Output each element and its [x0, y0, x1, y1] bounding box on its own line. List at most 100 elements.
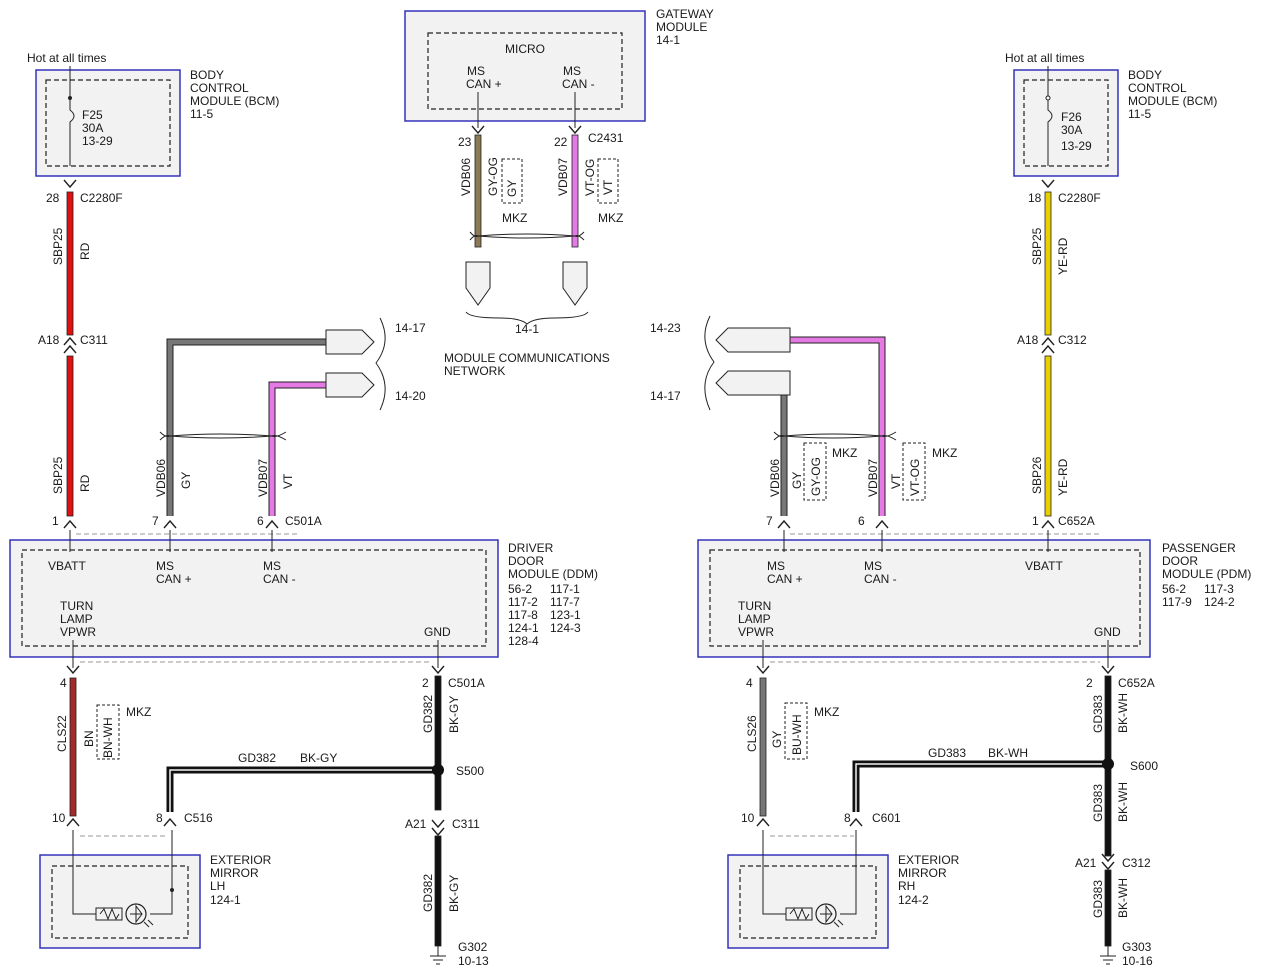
- left-turn-pin: 4: [60, 676, 67, 690]
- right-mirror-connector-icon: [756, 817, 863, 827]
- gateway-pin-right-label: CAN -: [562, 77, 595, 91]
- right-wire-vdb07[interactable]: [788, 336, 886, 516]
- right-network-brace-icon: [704, 315, 715, 411]
- left-wire-cls22[interactable]: [69, 677, 77, 817]
- left-wire-gd382-splice[interactable]: [166, 766, 438, 812]
- gateway-circuit-vdb06: VDB06: [459, 158, 473, 196]
- right-exterior-mirror[interactable]: [727, 830, 889, 949]
- right-alt-color-vt-og: VT-OG: [908, 459, 922, 496]
- right-circuit-gd383: GD383: [1091, 784, 1105, 822]
- gateway-alt-color-vt: VT: [601, 179, 615, 195]
- ddm-turn-label: VPWR: [60, 625, 96, 639]
- right-color-bk-wh: BK-WH: [1116, 693, 1130, 733]
- left-wire-vdb06[interactable]: [166, 338, 326, 516]
- right-bcm-title: BODY: [1128, 68, 1162, 82]
- driver-door-module[interactable]: VBATT MS CAN + MS CAN - TURN LAMP VPWR G…: [9, 530, 499, 668]
- left-bcm-pin: 28: [46, 191, 60, 205]
- gateway-circuit-vdb07: VDB07: [556, 158, 570, 196]
- right-fuse-label: 30A: [1061, 123, 1082, 137]
- pdm-ref: 117-3: [1204, 582, 1234, 596]
- left-connector-icon: [63, 344, 77, 354]
- right-c312-pin: A18: [1017, 333, 1039, 347]
- left-circuit-cls22: CLS22: [55, 715, 69, 752]
- ddm-title: DRIVER: [508, 541, 554, 555]
- gateway-alt-color-gy: GY: [505, 180, 519, 197]
- left-c311-connector-icon: [431, 819, 445, 837]
- gateway-network-ref: 14-1: [515, 322, 539, 336]
- left-splice-color: BK-GY: [300, 751, 337, 765]
- pdm-ref: 124-2: [1204, 595, 1235, 609]
- left-wire-gd382-ground[interactable]: [434, 835, 442, 947]
- left-c311b-connector: C311: [452, 817, 480, 831]
- left-bcm-title: 11-5: [190, 107, 213, 121]
- right-lamp-icon: [815, 903, 837, 925]
- left-c311-connector: C311: [80, 333, 108, 347]
- ddm-gnd-label: GND: [424, 625, 451, 639]
- right-pdm-connector: C652A: [1058, 514, 1095, 528]
- left-c311-pin: A18: [38, 333, 60, 347]
- left-wire-sbp25-lower[interactable]: [66, 355, 74, 517]
- right-mirror-title: RH: [898, 879, 915, 893]
- pdm-title: MODULE (PDM): [1162, 567, 1251, 581]
- left-exterior-mirror[interactable]: [39, 830, 201, 949]
- left-circuit-gd382: GD382: [421, 695, 435, 733]
- pdm-can-minus-label: CAN -: [864, 572, 897, 586]
- left-bcm-module[interactable]: [35, 69, 181, 177]
- ddm-ref: 117-1: [550, 582, 580, 596]
- right-bcm-module[interactable]: [1013, 69, 1119, 177]
- gateway-pin-22: 22: [554, 135, 568, 149]
- right-color-ye-rd: YE-RD: [1056, 237, 1070, 275]
- right-wire-vdb06[interactable]: [780, 379, 788, 516]
- gateway-module[interactable]: MICRO MS CAN + MS CAN -: [404, 10, 646, 128]
- right-c312b-connector: C312: [1122, 856, 1151, 870]
- right-pdm-connector-icon: [777, 519, 1055, 529]
- gateway-note-mkz: MKZ: [502, 211, 527, 225]
- ddm-ref: 128-4: [508, 634, 539, 648]
- left-circuit-sbp25: SBP25: [51, 227, 65, 265]
- right-alt-color-gy-og: GY-OG: [809, 457, 823, 496]
- right-wire-cls26[interactable]: [759, 677, 767, 817]
- right-net-ref: 14-17: [650, 389, 681, 403]
- gateway-wire-vdb07[interactable]: [571, 134, 579, 248]
- left-splice-label: S500: [456, 764, 484, 778]
- right-color-bk-wh: BK-WH: [1116, 878, 1130, 918]
- right-c312b-pin: A21: [1075, 856, 1097, 870]
- left-vbatt-pin: 1: [52, 514, 59, 528]
- right-wire-sbp25[interactable]: [1044, 191, 1052, 336]
- left-wire-sbp25-upper[interactable]: [66, 191, 74, 336]
- right-network-arrow-icon: [715, 327, 791, 353]
- right-net-ref: 14-23: [650, 321, 681, 335]
- right-circuit-gd383: GD383: [1091, 695, 1105, 733]
- right-mirror-title: MIRROR: [898, 866, 947, 880]
- right-hot-label: Hot at all times: [1005, 51, 1084, 65]
- gateway-pin-23: 23: [458, 135, 472, 149]
- gateway-wire-vdb06[interactable]: [474, 134, 482, 248]
- network-label: MODULE COMMUNICATIONS: [444, 351, 610, 365]
- left-twisted-pair-icon: [159, 431, 287, 441]
- right-circuit-sbp25: SBP25: [1030, 227, 1044, 265]
- left-wire-gd382[interactable]: [434, 675, 442, 811]
- left-color-bk-gy: BK-GY: [447, 696, 461, 733]
- right-wire-gd383-ground[interactable]: [1104, 869, 1112, 947]
- right-connector-icon: [1041, 179, 1055, 189]
- right-bcm-pin: 18: [1028, 191, 1042, 205]
- right-fuse-label: F26: [1061, 110, 1082, 124]
- left-connector-icon: [63, 336, 77, 346]
- right-fuse-label: 13-29: [1061, 139, 1092, 153]
- right-wire-gd383-splice[interactable]: [852, 760, 1108, 812]
- ddm-ref: 117-7: [550, 595, 580, 609]
- ddm-turn-label: TURN: [60, 599, 93, 613]
- left-mirror-connector: C516: [184, 811, 213, 825]
- twisted-pair-icon: [469, 231, 585, 241]
- right-wire-sbp26[interactable]: [1044, 355, 1052, 517]
- pdm-can-minus-label: MS: [864, 559, 882, 573]
- pdm-can-plus-label: CAN +: [767, 572, 803, 586]
- left-wire-vdb07[interactable]: [268, 381, 326, 516]
- ddm-ref: 117-8: [508, 608, 538, 622]
- passenger-door-module[interactable]: MS CAN + MS CAN - VBATT TURN LAMP VPWR G…: [697, 530, 1151, 668]
- right-bcm-connector: C2280F: [1058, 191, 1101, 205]
- right-mirror-pin-a: 10: [741, 811, 755, 825]
- left-can-pin-7: 7: [152, 514, 159, 528]
- pdm-turn-label: LAMP: [738, 612, 771, 626]
